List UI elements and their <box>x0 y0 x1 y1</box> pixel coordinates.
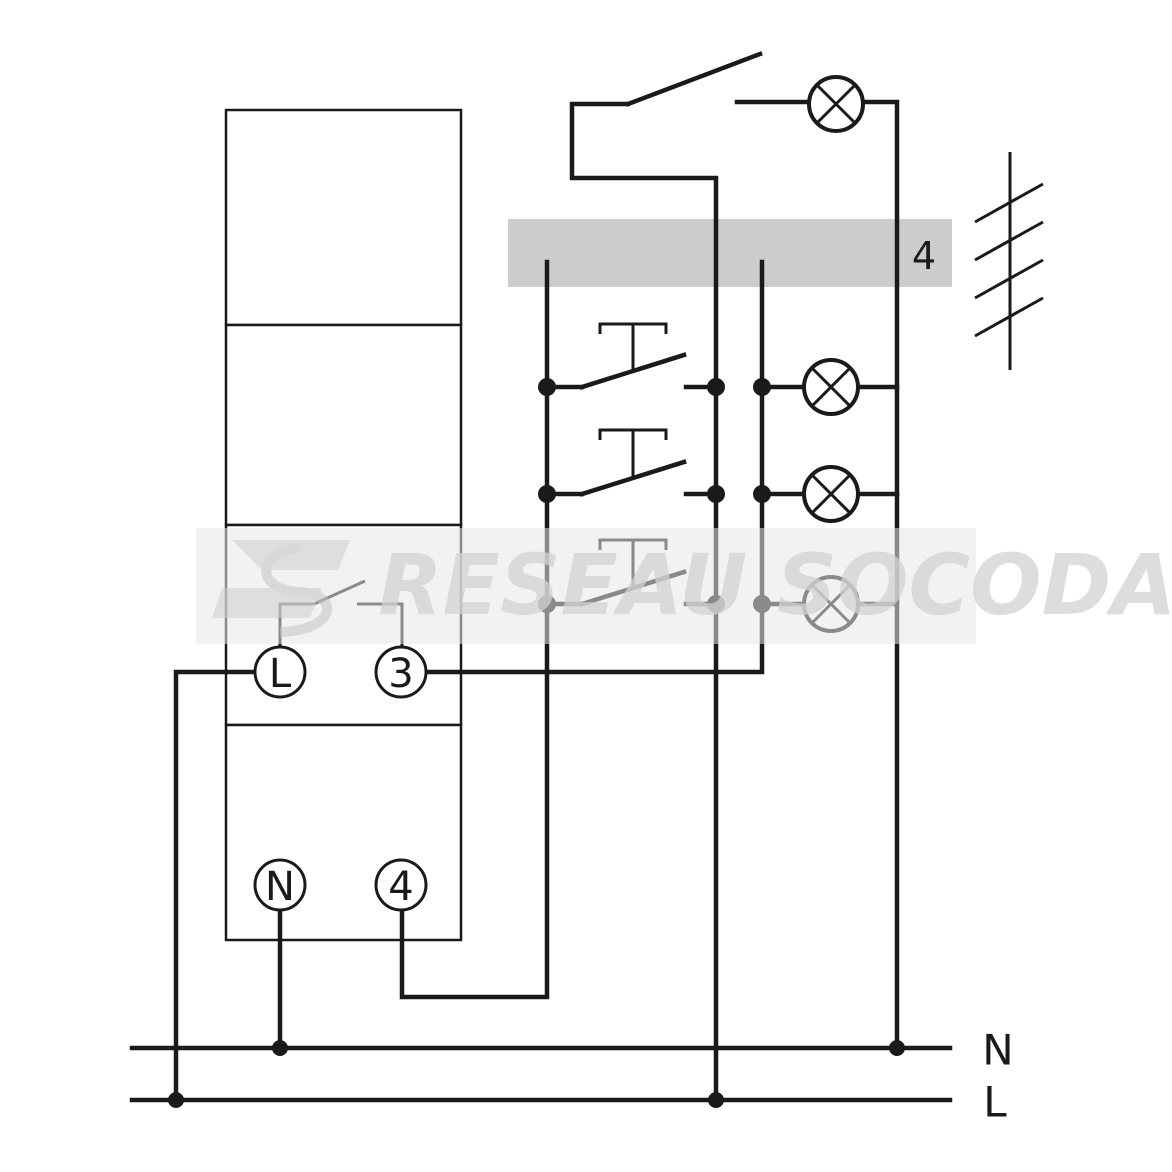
watermark-logo-icon <box>212 540 350 637</box>
wire-neutral-return <box>863 99 900 1051</box>
relay-module <box>224 108 463 942</box>
lamp-1-icon <box>802 358 860 416</box>
svg-text:3: 3 <box>388 651 413 697</box>
four-wire-cable-icon <box>974 152 1044 370</box>
wire-terminal-3-to-control <box>423 259 765 675</box>
terminal-N: N <box>253 858 307 912</box>
control-bar <box>508 219 952 287</box>
svg-text:N: N <box>265 864 295 910</box>
watermark: RESEAU SOCODA <box>196 528 1172 644</box>
module-section-top <box>224 108 463 327</box>
terminal-3: 3 <box>374 645 428 699</box>
rail-neutral-label: N <box>982 1026 1013 1075</box>
svg-text:L: L <box>269 651 292 697</box>
rail-line-label: L <box>983 1078 1007 1127</box>
watermark-text: RESEAU SOCODA <box>378 536 1172 634</box>
lamp-top-icon <box>807 75 865 133</box>
terminal-L: L <box>253 645 307 699</box>
svg-text:4: 4 <box>388 864 413 910</box>
pushbutton-2 <box>544 428 719 497</box>
module-section-bottom <box>224 723 463 942</box>
main-switch <box>625 51 809 107</box>
module-section-middle <box>224 323 463 527</box>
lamp-2-icon <box>802 465 860 523</box>
terminal-4: 4 <box>374 858 428 912</box>
pushbutton-1 <box>544 322 719 390</box>
control-bar-label: 4 <box>912 234 936 278</box>
wire-line-to-terminal-L <box>173 669 259 1103</box>
